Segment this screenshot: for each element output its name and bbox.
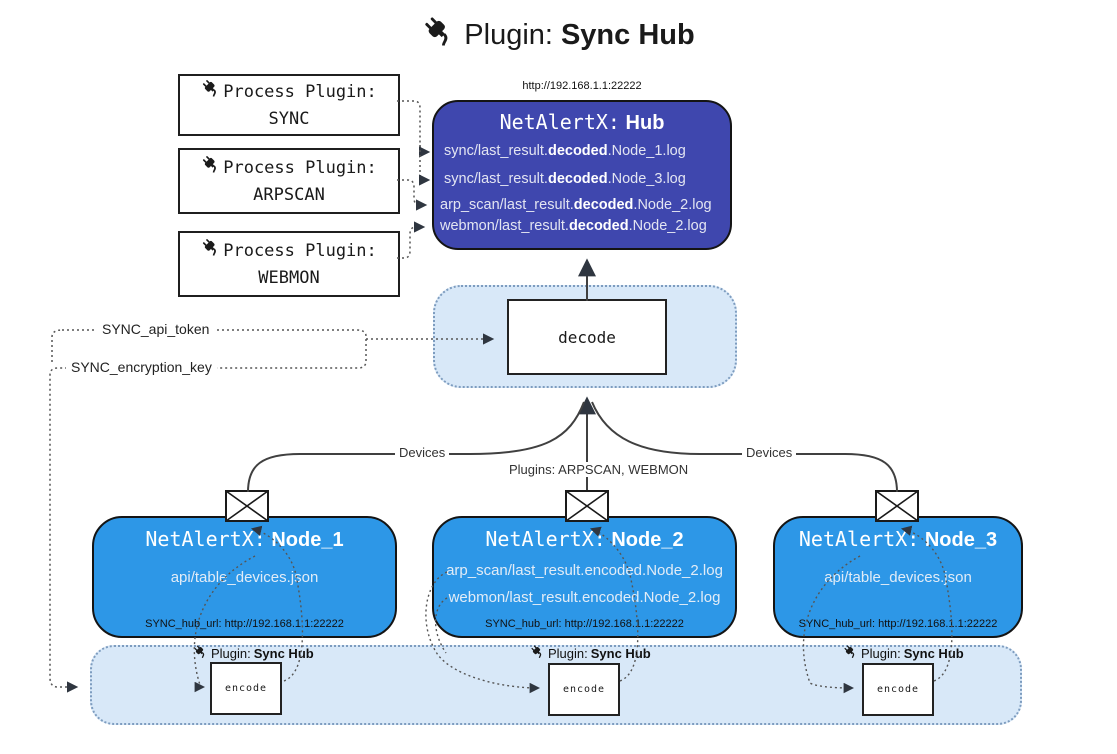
title-prefix: Plugin:	[464, 18, 553, 51]
encode-box-node2: encode	[548, 663, 620, 716]
hub-log-line: sync/last_result.decoded.Node_3.log	[444, 171, 686, 187]
devices-left-label: Devices	[395, 445, 450, 460]
devices-right-label: Devices	[742, 445, 797, 460]
plug-icon	[843, 644, 858, 662]
hub-log-line: arp_scan/last_result.decoded.Node_2.log	[440, 197, 712, 213]
node-title: NetAlertX: Node_3	[798, 527, 998, 551]
sync-api-token-label: SYNC_api_token	[97, 321, 215, 337]
encode-box-node1: encode	[210, 662, 282, 715]
node-hub-url: SYNC_hub_url: http://192.168.1.1:22222	[798, 618, 998, 630]
plug-icon	[193, 644, 208, 662]
node-hub-url: SYNC_hub_url: http://192.168.1.1:22222	[485, 618, 684, 630]
process-plugin-box-arpscan: Process Plugin: ARPSCAN	[178, 148, 400, 214]
plug-icon	[530, 644, 545, 662]
hub-box	[432, 100, 732, 250]
plugins-middle-label: Plugins: ARPSCAN, WEBMON	[505, 462, 693, 477]
process-plugin-label: Process Plugin:	[223, 241, 377, 261]
process-plugin-box-webmon: Process Plugin: WEBMON	[178, 231, 400, 297]
hub-title-name: Hub	[625, 112, 665, 134]
hub-url-label: http://192.168.1.1:22222	[522, 80, 642, 92]
node-hub-url: SYNC_hub_url: http://192.168.1.1:22222	[145, 618, 344, 630]
title-name: Sync Hub	[560, 18, 695, 51]
plug-icon	[201, 237, 221, 265]
node-file: api/table_devices.json	[170, 569, 319, 586]
plug-icon	[201, 154, 221, 182]
node-file: arp_scan/last_result.encoded.Node_2.log	[446, 562, 723, 579]
hub-log-line: webmon/last_result.decoded.Node_2.log	[440, 218, 707, 234]
node-title: NetAlertX: Node_2	[485, 527, 684, 551]
envelope-icon	[225, 490, 269, 527]
decode-box: decode	[507, 299, 667, 375]
process-plugin-name: WEBMON	[258, 268, 320, 288]
hub-log-line: sync/last_result.decoded.Node_1.log	[444, 143, 686, 159]
node-file: api/table_devices.json	[824, 569, 972, 586]
plug-icon	[422, 14, 456, 56]
process-plugin-name: SYNC	[268, 109, 310, 129]
encode-box-node3: encode	[862, 663, 934, 716]
envelope-icon	[565, 490, 609, 527]
envelope-icon	[875, 490, 919, 527]
hub-title: NetAlertX: Hub	[432, 110, 732, 135]
page-title: Plugin: Sync Hub	[0, 14, 1117, 56]
band-plugin-label-node1: Plugin:Sync Hub	[193, 644, 314, 662]
sync-encryption-key-label: SYNC_encryption_key	[66, 359, 217, 375]
plug-icon	[201, 78, 221, 106]
process-plugin-label: Process Plugin:	[223, 82, 377, 102]
process-plugin-label: Process Plugin:	[223, 158, 377, 178]
band-plugin-label-node2: Plugin:Sync Hub	[530, 644, 651, 662]
node-file: webmon/last_result.encoded.Node_2.log	[448, 589, 721, 606]
process-plugin-box-sync: Process Plugin: SYNC	[178, 74, 400, 136]
hub-title-prefix: NetAlertX:	[499, 110, 620, 134]
process-plugin-name: ARPSCAN	[253, 185, 325, 205]
band-plugin-label-node3: Plugin:Sync Hub	[843, 644, 964, 662]
node-title: NetAlertX: Node_1	[145, 527, 344, 551]
